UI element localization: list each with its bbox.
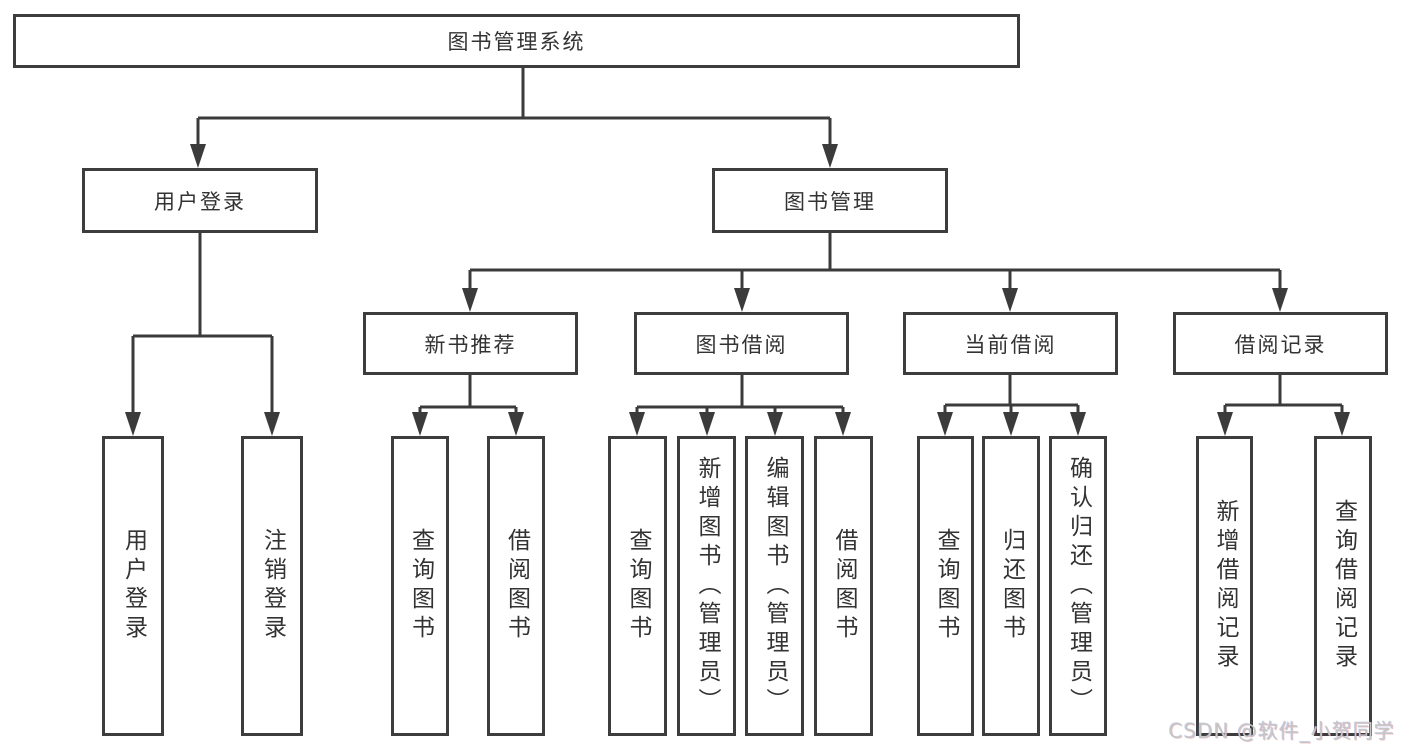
leaf-user-login: 用户登录 [102, 436, 164, 736]
node-new-book-recommendation: 新书推荐 [363, 312, 578, 375]
node-library-management-system: 图书管理系统 [13, 14, 1020, 68]
leaf-query-books-borrowing: 查询图书 [608, 436, 667, 736]
leaf-query-borrow-record: 查询借阅记录 [1314, 436, 1372, 736]
leaf-query-books-recommend: 查询图书 [391, 436, 449, 736]
leaf-add-books-admin: 新增图书（管理员） [677, 436, 736, 736]
node-book-management: 图书管理 [712, 168, 948, 233]
leaf-query-books-current: 查询图书 [917, 436, 974, 736]
leaf-return-books: 归还图书 [982, 436, 1040, 736]
leaf-edit-books-admin: 编辑图书（管理员） [745, 436, 804, 736]
leaf-confirm-return-admin: 确认归还（管理员） [1049, 436, 1107, 736]
leaf-borrow-books: 借阅图书 [814, 436, 873, 736]
leaf-add-borrow-record: 新增借阅记录 [1196, 436, 1253, 736]
leaf-logout: 注销登录 [241, 436, 303, 736]
leaf-borrow-books-recommend: 借阅图书 [487, 436, 545, 736]
node-user-login: 用户登录 [82, 168, 318, 233]
csdn-watermark: CSDN @软件_小贺同学 [1168, 719, 1395, 743]
node-current-borrowing: 当前借阅 [903, 312, 1118, 375]
arrowheads [125, 144, 1350, 436]
node-borrowing-records: 借阅记录 [1173, 312, 1388, 375]
node-book-borrowing: 图书借阅 [634, 312, 849, 375]
